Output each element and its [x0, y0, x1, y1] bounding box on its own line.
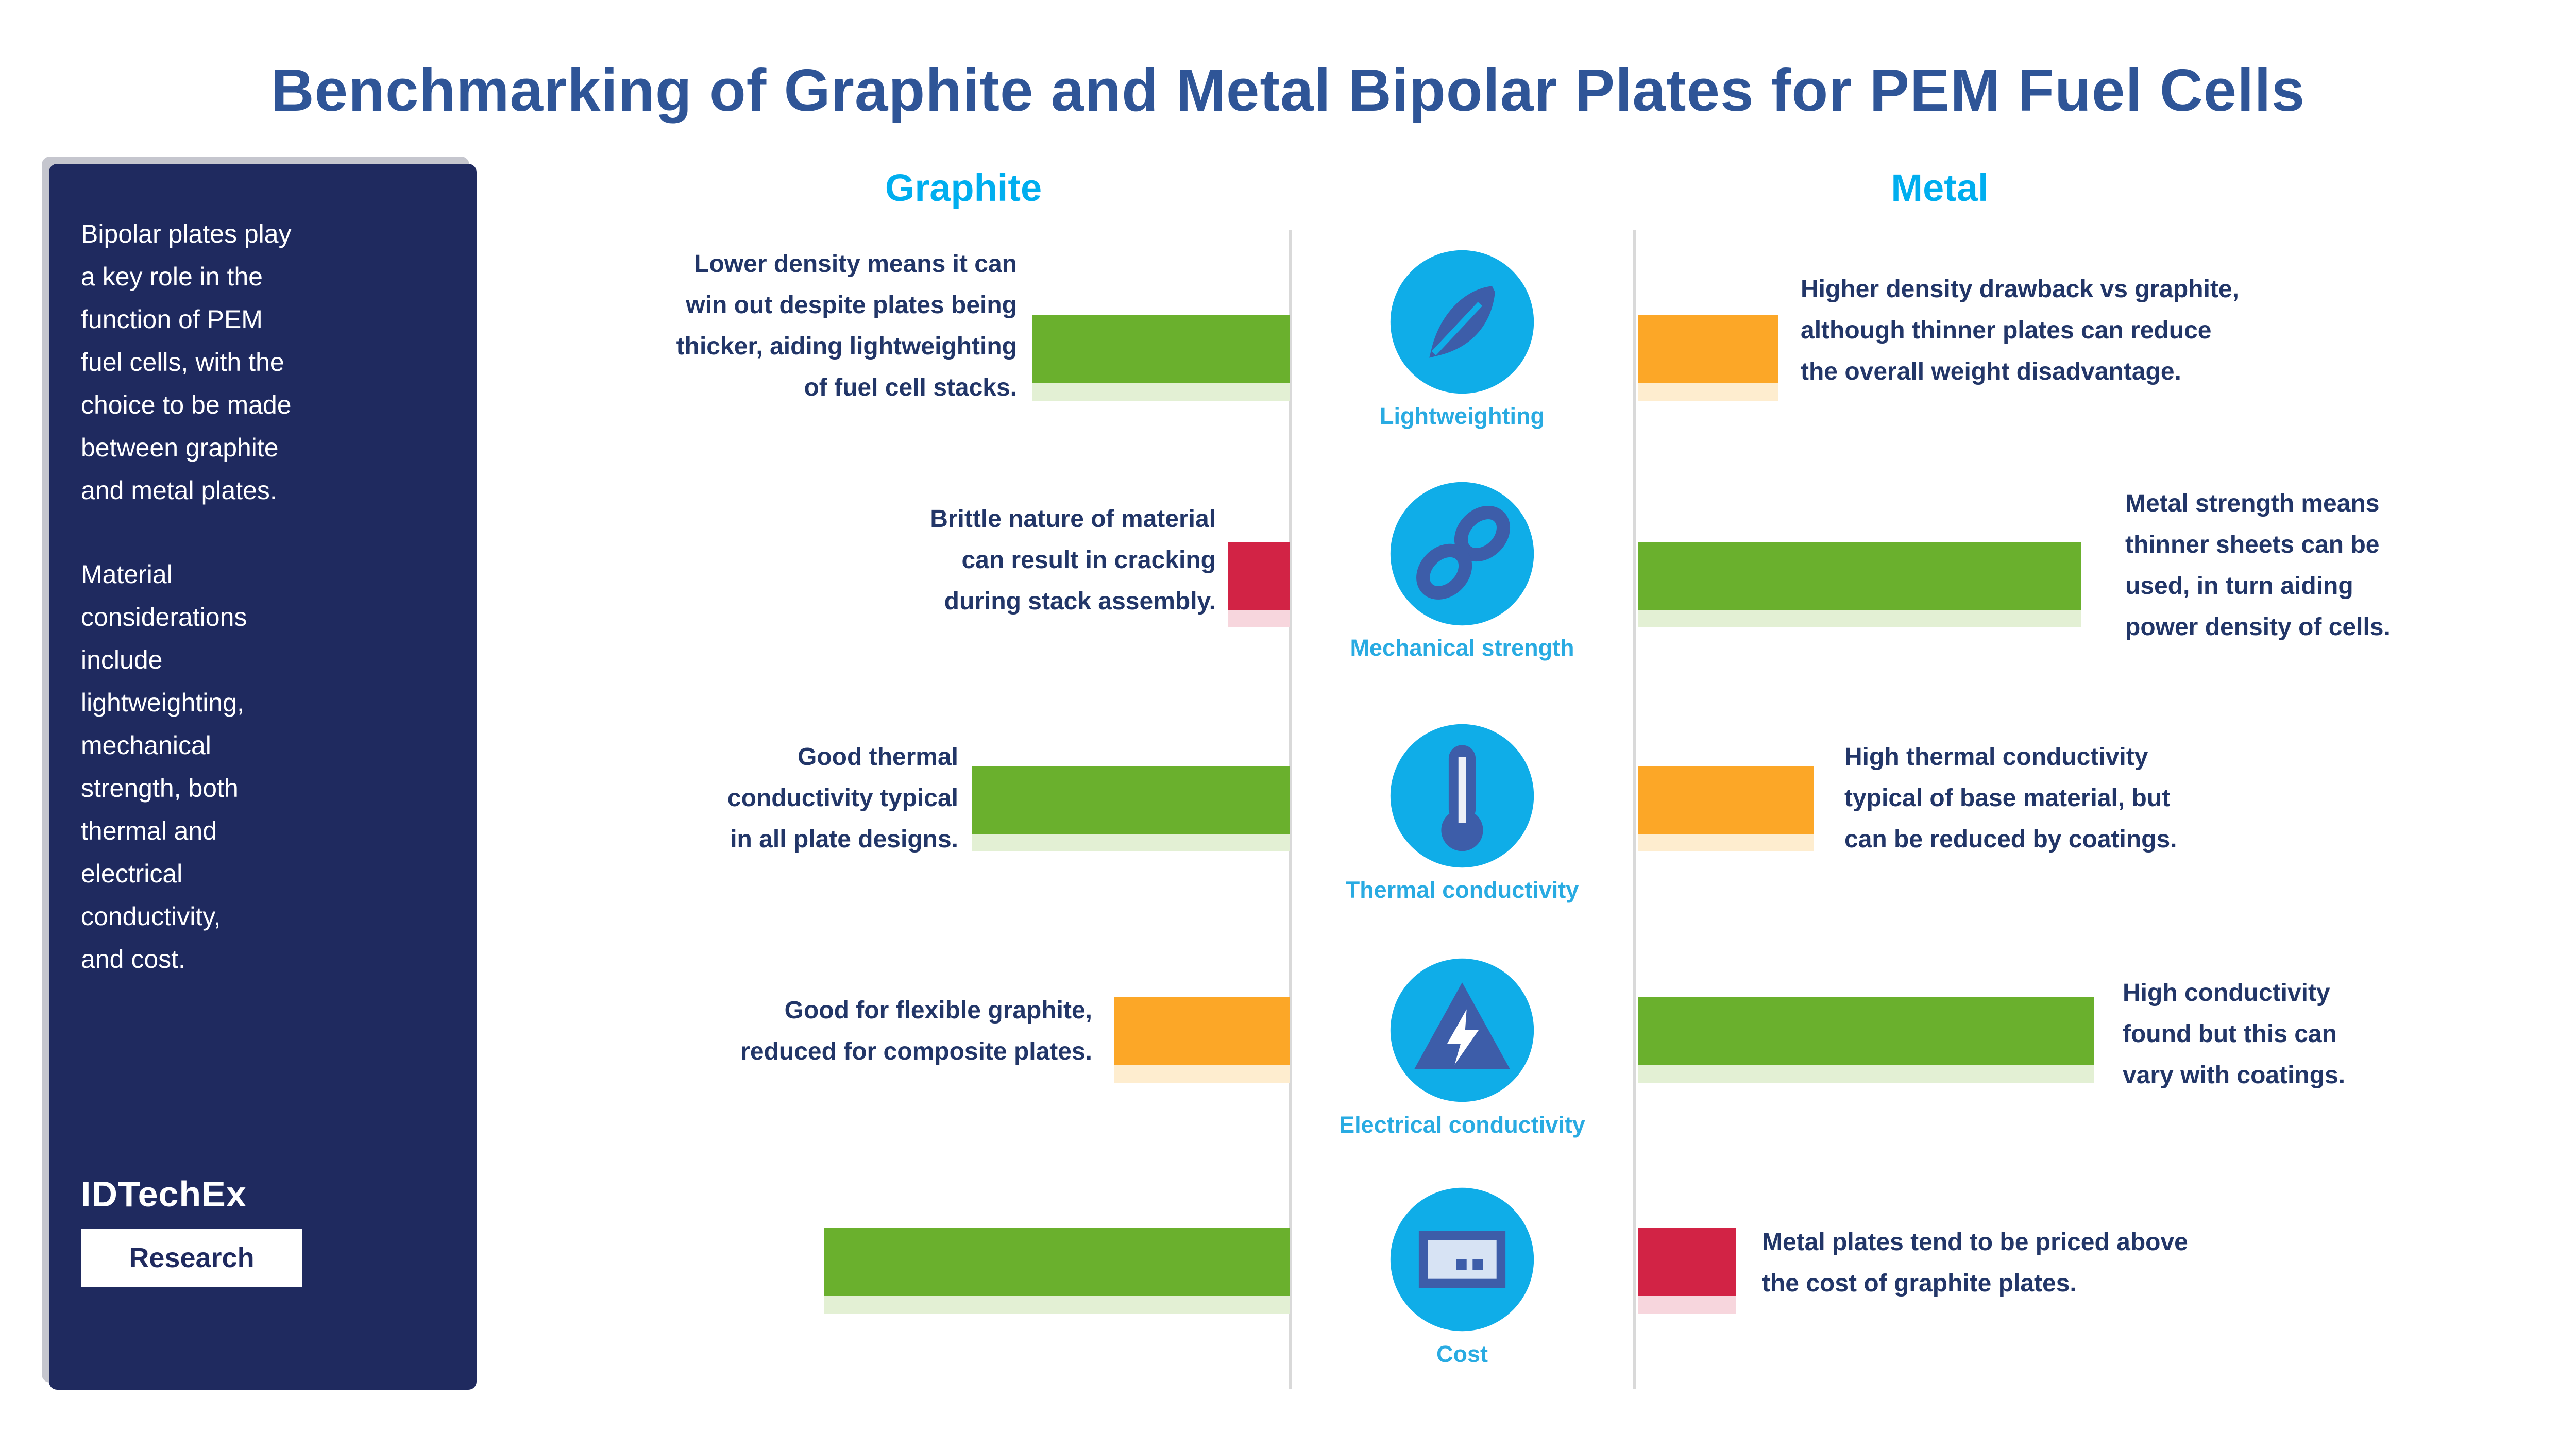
- thermometer-icon: [1387, 721, 1537, 871]
- metal-rating-bar: [1638, 1228, 1736, 1314]
- idtechex-research-badge: Research: [81, 1229, 302, 1287]
- graphite-note: Good thermal conductivity typical in all…: [727, 743, 958, 853]
- graphite-rating-bar: [1114, 997, 1290, 1083]
- banknote-icon: [1387, 1185, 1537, 1334]
- sidebar-paragraph-2: Material considerations include lightwei…: [81, 560, 247, 974]
- graphite-note: Lower density means it can win out despi…: [676, 250, 1017, 401]
- graphite-rating-bar: [1228, 542, 1290, 627]
- icon-label: Lightweighting: [1380, 403, 1545, 429]
- metal-note: Metal strength means thinner sheets can …: [2125, 490, 2391, 641]
- metal-rating-bar: [1638, 542, 2081, 627]
- column-header-graphite: Graphite: [885, 166, 1042, 209]
- idtechex-logo: IDTechEx Research: [81, 1173, 302, 1287]
- feather-icon: [1387, 247, 1537, 397]
- icon-label: Thermal conductivity: [1345, 877, 1579, 903]
- metal-note: High thermal conductivity typical of bas…: [1844, 743, 2177, 853]
- graphite-rating-bar: [1032, 315, 1290, 401]
- metal-note: Metal plates tend to be priced above the…: [1762, 1229, 2188, 1297]
- metal-rating-bar: [1638, 766, 1814, 851]
- idtechex-logo-text: IDTechEx: [81, 1174, 247, 1214]
- icon-label: Electrical conductivity: [1339, 1112, 1585, 1138]
- metal-note: Higher density drawback vs graphite, alt…: [1801, 276, 2239, 385]
- metal-rating-bar: [1638, 315, 1778, 401]
- chain-links-icon: [1387, 479, 1537, 628]
- metal-note: High conductivity found but this can var…: [2123, 979, 2346, 1089]
- center-rail-divider-right: [1633, 230, 1636, 1389]
- sidebar-paragraph-1: Bipolar plates play a key role in the fu…: [81, 219, 292, 505]
- icon-label: Cost: [1436, 1341, 1488, 1367]
- page-title: Benchmarking of Graphite and Metal Bipol…: [270, 57, 2306, 124]
- graphite-rating-bar: [824, 1228, 1290, 1314]
- metal-rating-bar: [1638, 997, 2094, 1083]
- column-header-metal: Metal: [1891, 166, 1989, 209]
- graphite-note: Brittle nature of material can result in…: [930, 505, 1216, 615]
- center-rail-divider-left: [1289, 230, 1292, 1389]
- graphite-note: Good for flexible graphite, reduced for …: [740, 997, 1092, 1065]
- icon-label: Mechanical strength: [1350, 635, 1574, 661]
- sidebar: Bipolar plates play a key role in the fu…: [49, 164, 477, 1390]
- graphite-rating-bar: [972, 766, 1290, 851]
- hazard-bolt-icon: [1387, 956, 1537, 1105]
